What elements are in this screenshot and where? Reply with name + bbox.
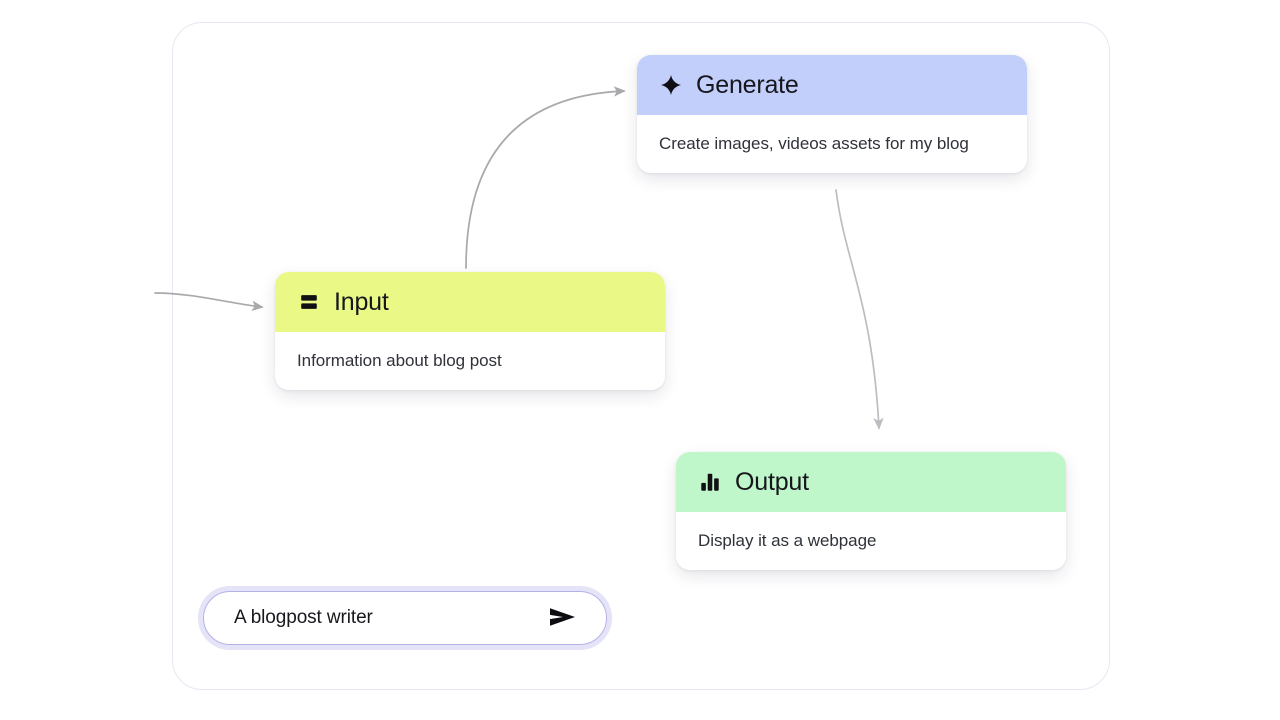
node-input[interactable]: Input Information about blog post: [275, 272, 665, 390]
node-generate-title: Generate: [696, 70, 799, 99]
node-generate-header: Generate: [637, 55, 1027, 115]
node-generate-body: Create images, videos assets for my blog: [637, 115, 1027, 173]
node-generate[interactable]: Generate Create images, videos assets fo…: [637, 55, 1027, 173]
send-button[interactable]: [546, 601, 580, 635]
prompt-bar-inner[interactable]: A blogpost writer: [203, 591, 607, 645]
prompt-input[interactable]: A blogpost writer: [234, 607, 373, 628]
node-output-header: Output: [676, 452, 1066, 512]
bar-chart-icon: [698, 470, 722, 494]
node-output[interactable]: Output Display it as a webpage: [676, 452, 1066, 570]
rows-icon: [297, 290, 321, 314]
node-input-header: Input: [275, 272, 665, 332]
node-input-title: Input: [334, 287, 389, 316]
node-input-body: Information about blog post: [275, 332, 665, 390]
node-output-body: Display it as a webpage: [676, 512, 1066, 570]
node-input-description: Information about blog post: [297, 351, 502, 370]
sparkle-icon: [659, 73, 683, 97]
prompt-bar[interactable]: A blogpost writer: [198, 586, 612, 650]
node-output-description: Display it as a webpage: [698, 531, 877, 550]
node-output-title: Output: [735, 467, 809, 496]
node-generate-description: Create images, videos assets for my blog: [659, 134, 969, 153]
send-arrow-icon: [548, 605, 578, 632]
